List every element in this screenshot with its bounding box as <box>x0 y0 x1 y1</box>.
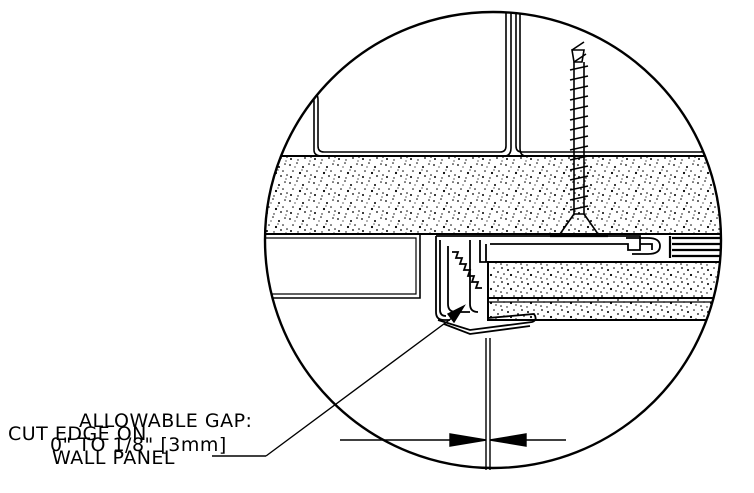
allowable-gap-label-line2: 0" TO 1/8" [3mm] <box>50 434 227 456</box>
cut-edge-leader <box>212 304 466 457</box>
wall-panel-layer-1 <box>487 261 721 299</box>
cut-edge-label-line2: WALL PANEL <box>52 447 175 469</box>
detail-circle <box>263 10 723 470</box>
panel-ribs <box>300 12 721 157</box>
wall-panel-layer-2 <box>487 297 721 321</box>
detail-contents <box>265 12 721 335</box>
screw <box>550 41 608 238</box>
cut-edge-label-line1: CUT EDGE ON <box>8 423 147 445</box>
gap-dimension <box>340 338 566 470</box>
liner-panel <box>265 233 421 299</box>
allowable-gap-label-line1: ALLOWABLE GAP: <box>79 410 252 432</box>
j-channel-trim <box>435 235 661 335</box>
trim-stack <box>668 236 721 258</box>
insulation-slab-top <box>265 155 721 235</box>
